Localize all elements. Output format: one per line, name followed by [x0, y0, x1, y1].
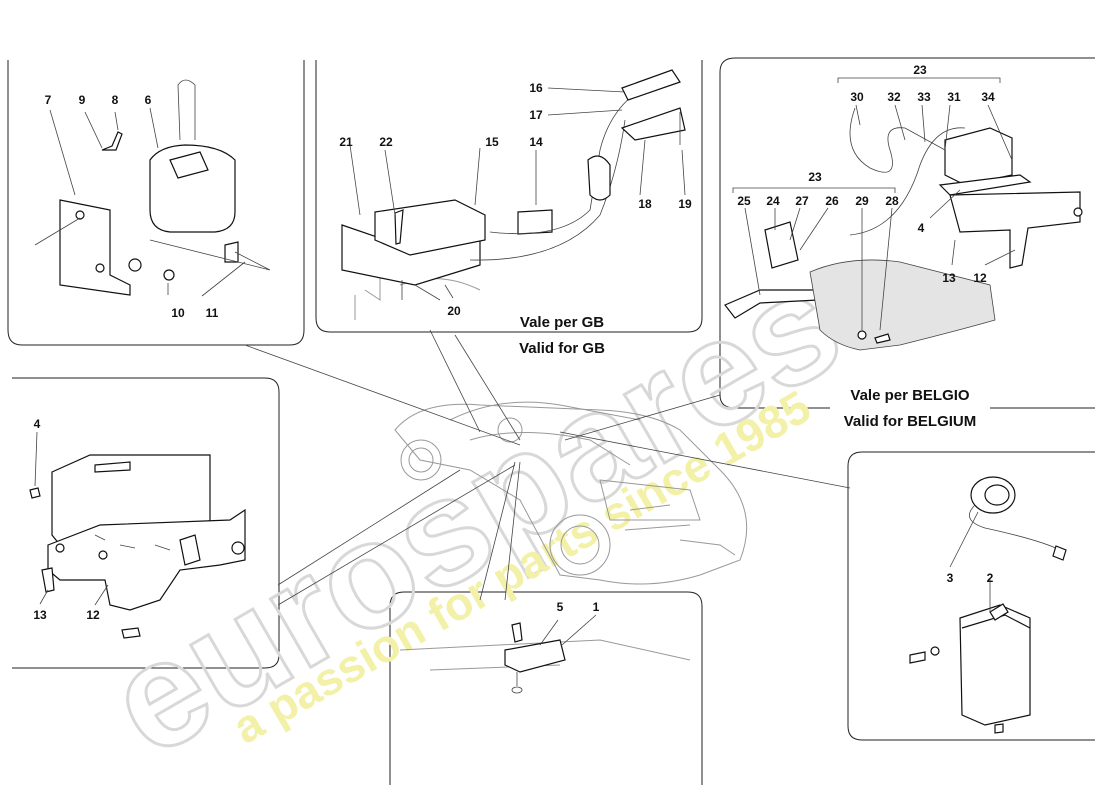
label-31: 31: [947, 90, 961, 104]
label-7: 7: [45, 93, 52, 107]
label-8: 8: [112, 93, 119, 107]
label-15: 15: [485, 135, 499, 149]
label-29: 29: [855, 194, 869, 208]
captions: Vale per GB Valid for GB Vale per BELGIO…: [519, 314, 976, 430]
panel-top-center: [315, 60, 703, 333]
label-2: 2: [987, 571, 994, 585]
label-23-top: 23: [913, 63, 927, 77]
panel-frames: [7, 57, 1095, 785]
label-14: 14: [529, 135, 543, 149]
label-13-left: 13: [33, 608, 47, 622]
caption-gb-italian: Vale per GB: [520, 314, 604, 331]
label-24: 24: [766, 194, 780, 208]
label-4-left: 4: [34, 417, 41, 431]
label-12-right: 12: [973, 271, 987, 285]
label-4-right: 4: [918, 221, 925, 235]
module-6: [149, 144, 236, 233]
part-group-bottom-center: [504, 614, 597, 694]
plate-18: [620, 107, 686, 141]
label-20: 20: [447, 304, 461, 318]
panel-mid-left: [12, 377, 280, 669]
display-14: [517, 209, 553, 235]
label-21: 21: [339, 135, 353, 149]
part-group-top-right: [724, 77, 1083, 351]
label-6: 6: [145, 93, 152, 107]
bracket-12-mid: [47, 508, 246, 611]
label-18: 18: [638, 197, 652, 211]
label-34: 34: [981, 90, 995, 104]
label-26: 26: [825, 194, 839, 208]
label-30: 30: [850, 90, 864, 104]
floor-mat: [809, 259, 996, 351]
label-1: 1: [593, 600, 600, 614]
label-22: 22: [379, 135, 393, 149]
part-group-top-left: [34, 79, 271, 297]
label-3: 3: [947, 571, 954, 585]
sensor-24: [764, 221, 799, 269]
label-28: 28: [885, 194, 899, 208]
part-labels: 7 9 8 6 10 11 21 22 15 14 16 17 18 19 20…: [33, 63, 995, 622]
label-33: 33: [917, 90, 931, 104]
label-23-mid: 23: [808, 170, 822, 184]
label-12-left: 12: [86, 608, 100, 622]
module-34: [944, 127, 1013, 186]
caption-belgium-italian: Vale per BELGIO: [850, 387, 970, 404]
panel-bottom-center: [389, 591, 703, 785]
label-32: 32: [887, 90, 901, 104]
bracket-12: [949, 191, 1081, 269]
label-19: 19: [678, 197, 692, 211]
label-5: 5: [557, 600, 564, 614]
label-16: 16: [529, 81, 543, 95]
label-27: 27: [795, 194, 809, 208]
panel-top-left: [7, 60, 305, 346]
caption-belgium-english: Valid for BELGIUM: [844, 413, 977, 430]
label-13-right: 13: [942, 271, 956, 285]
part-group-top-center: [341, 69, 686, 301]
module-1: [504, 639, 566, 673]
module-2: [959, 604, 1031, 726]
leader-lines: [244, 329, 851, 606]
bracket-7: [59, 199, 131, 296]
label-11: 11: [206, 306, 219, 320]
caption-gb-english: Valid for GB: [519, 340, 605, 357]
label-9: 9: [79, 93, 86, 107]
panel-bottom-right: [847, 451, 1095, 741]
label-17: 17: [529, 108, 543, 122]
part-group-bottom-right: [909, 476, 1067, 734]
label-10: 10: [171, 306, 185, 320]
car-illustration: [354, 270, 748, 671]
antenna-16: [621, 69, 681, 101]
part-group-mid-left: [29, 431, 246, 639]
label-25: 25: [737, 194, 751, 208]
